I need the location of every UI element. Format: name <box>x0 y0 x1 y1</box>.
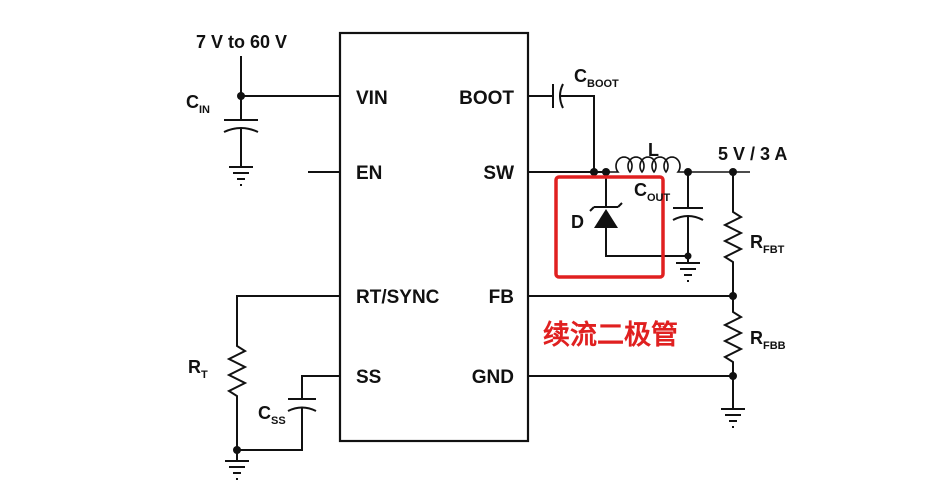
sw-junction-boot <box>590 168 598 176</box>
css-lead-bottom <box>237 408 303 451</box>
input-voltage-label: 7 V to 60 V <box>196 32 287 52</box>
pin-rt-sync: RT/SYNC <box>356 287 440 308</box>
ss-wire <box>301 375 340 398</box>
diode-cathode-bar <box>589 202 623 212</box>
ground-icon <box>721 408 745 428</box>
cboot-to-sw-wire <box>561 95 595 172</box>
freewheel-diode-annotation: 续流二极管 <box>543 320 678 351</box>
css-label: CSS <box>258 403 286 427</box>
cout-ground-junction <box>684 252 692 260</box>
output-voltage-label: 5 V / 3 A <box>718 144 787 164</box>
pin-en: EN <box>356 163 382 184</box>
rfbb-label: RFBB <box>750 328 786 352</box>
cboot-plate-right <box>559 83 564 109</box>
inductor <box>610 156 750 174</box>
cboot-label: CBOOT <box>574 66 619 90</box>
rt-resistor <box>226 295 340 450</box>
regulator-ic-body <box>338 31 530 443</box>
css-plate-bottom <box>287 406 317 412</box>
inductor-label: L <box>648 140 659 160</box>
ground-icon <box>229 166 253 186</box>
rfbt-label: RFBT <box>750 232 785 256</box>
cout-label: COUT <box>634 180 671 204</box>
pin-vin: VIN <box>356 88 388 109</box>
ground-icon <box>225 460 249 480</box>
vin-wire <box>240 56 340 97</box>
freewheel-diode-highlight <box>554 175 665 279</box>
gnd-junction <box>729 372 737 380</box>
cin-plate-bottom <box>223 127 259 133</box>
ground-icon <box>676 262 700 282</box>
diode-icon <box>594 209 618 228</box>
rfbt-resistor <box>722 172 744 296</box>
rt-label: RT <box>188 357 208 381</box>
diode-anode-wire <box>605 228 688 257</box>
pin-ss: SS <box>356 367 381 388</box>
cout-plate-bottom <box>672 215 704 221</box>
pin-boot: BOOT <box>459 88 514 109</box>
rfbb-resistor <box>722 296 744 408</box>
pin-gnd: GND <box>472 367 514 388</box>
diode-label: D <box>571 212 584 232</box>
cin-label: CIN <box>186 92 210 116</box>
pin-fb: FB <box>489 287 514 308</box>
pin-sw: SW <box>483 163 514 184</box>
